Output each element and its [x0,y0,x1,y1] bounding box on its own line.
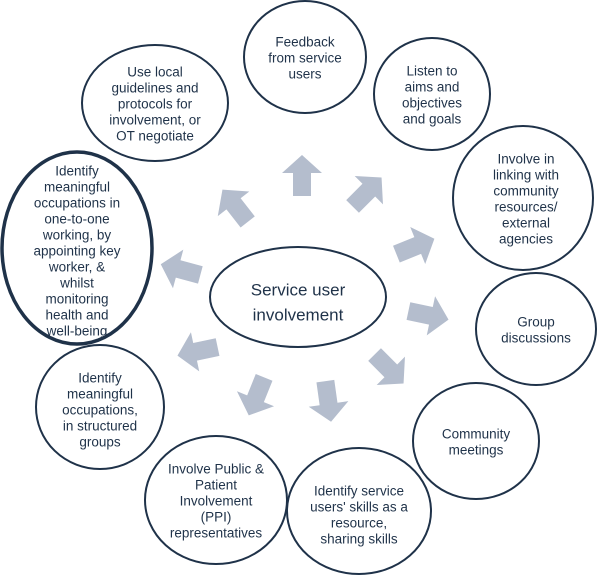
node-text-line: discussions [501,331,571,346]
node-text-line: guidelines and [111,81,198,96]
node-text-line: linking with [493,168,559,183]
node-text-line: in structured [63,419,137,434]
node-text-line: health and [45,308,108,323]
node-text-line: (PPI) [201,510,232,525]
node-text-line: resource, [331,516,387,531]
node-text-line: worker, & [48,260,105,275]
node-text-line: sharing skills [320,532,398,547]
node-text-line: meaningful [44,180,110,195]
node-text-line: agencies [499,232,553,247]
node-text-line: OT negotiate [116,129,194,144]
node-text-line: working, by [42,228,112,243]
node-text-line: meaningful [67,387,133,402]
center-node: Service user involvement [209,246,387,348]
node-text-line: Identify service [314,484,404,499]
arrow-to-involve-linking [388,220,442,273]
node-text-line: and goals [403,112,462,127]
node-text-line: aims and [405,80,460,95]
node-text-line: Involve Public & [168,462,264,477]
node-text-line: involvement, or [109,113,201,128]
node-text-line: Group [517,315,555,330]
node-text-line: Use local [127,65,183,80]
arrow-to-structured [173,327,222,376]
node-text-line: well-being [46,324,108,339]
arrow-to-guidelines [206,177,264,235]
node-text-line: Identify [78,371,122,386]
node-text-line: whilst [59,276,94,291]
arrow-to-ppi [230,369,283,423]
node-text-line: from service [268,51,342,66]
node-text-line: users' skills as a [310,500,408,515]
arrow-to-community [360,340,418,398]
node-text-line: Patient [195,478,237,493]
arrow-to-skills [305,378,351,425]
node-text-line: users [288,67,321,82]
node-text-line: occupations in [34,196,120,211]
arrow-to-one-to-one [155,244,206,295]
node-text-line: representatives [170,526,263,541]
node-text-line: meetings [449,443,504,458]
node-text-line: Feedback [275,35,335,50]
node-text-line: Listen to [406,64,457,79]
node-text-line: occupations, [62,403,138,418]
node-text-line: involvement [253,305,344,324]
node-text-line: resources/ [494,200,557,215]
node-text-line: appointing key [33,244,120,259]
node-text-line: objectives [402,96,462,111]
arrow-to-feedback [282,155,322,196]
node-text-line: groups [79,435,121,450]
arrow-to-listen [338,163,396,221]
node-text-line: external [502,216,550,231]
node-text-line: Involvement [180,494,253,509]
node-text-line: Involve in [497,152,554,167]
arrow-to-group [404,291,453,340]
node-text-line: Community [442,427,511,442]
center-title: Service user involvement [251,280,346,324]
node-text-line: protocols for [118,97,193,112]
node-text-line: monitoring [45,292,108,307]
node-text-line: Identify [55,164,99,179]
node-text-line: community [493,184,559,199]
node-text-line: Service user [251,280,346,299]
node-text-line: one-to-one [44,212,109,227]
